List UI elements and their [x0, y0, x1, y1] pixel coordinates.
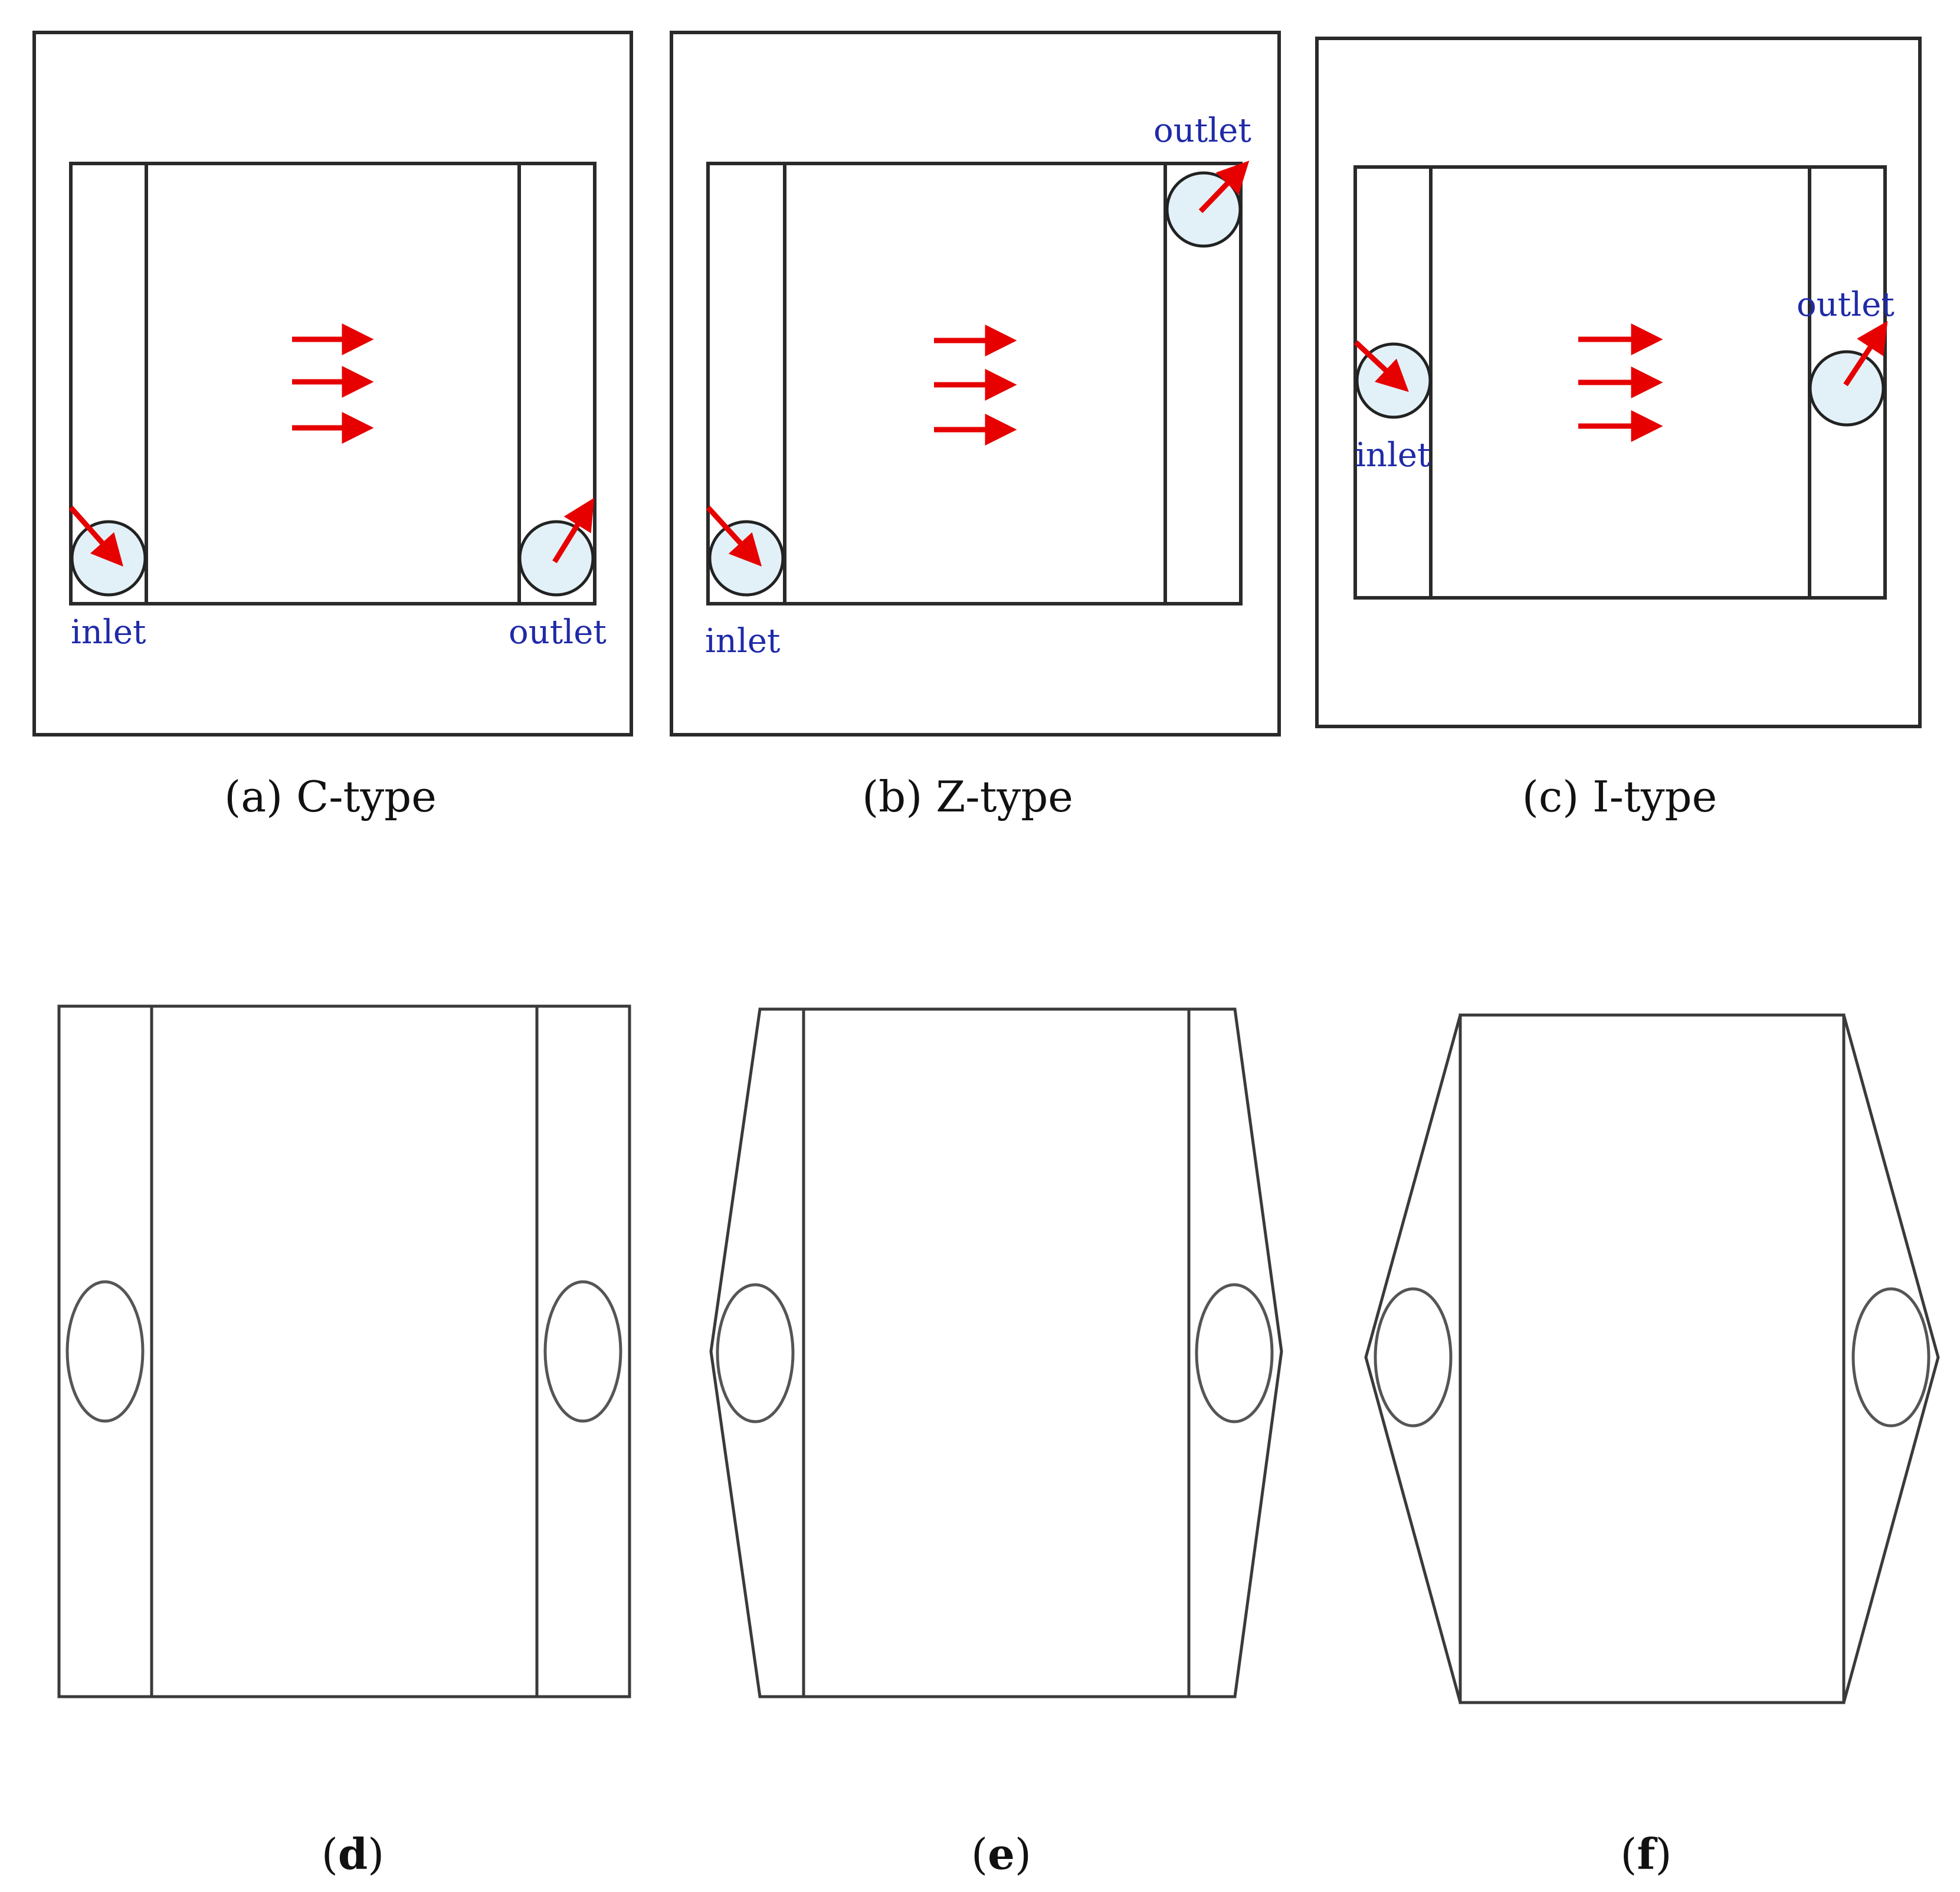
panel-e-caption: (e) — [971, 1829, 1031, 1879]
panel-f-caption: (f) — [1620, 1829, 1671, 1879]
panel-f-outlet-port — [1851, 1287, 1930, 1428]
panel-e-outline — [709, 1007, 1283, 1698]
panel-f-inlet-port — [1374, 1287, 1453, 1428]
panel-c-outlet-label: outlet — [1797, 286, 1895, 324]
panel-f-left-taper — [1364, 1014, 1462, 1703]
panel-a-plate — [69, 162, 596, 605]
panel-a-inlet-label: inlet — [71, 613, 146, 652]
panel-c-outlet-port — [1808, 350, 1885, 427]
panel-d-inlet-port — [65, 1280, 145, 1423]
panel-b-outlet-arrow — [1198, 161, 1250, 214]
panel-c-flow-arrows — [1578, 323, 1663, 442]
panel-b-z-type: inlet outlet (b) Z-type — [670, 31, 1281, 821]
panel-f-triangular-manifold: (f) — [1364, 1013, 1940, 1879]
panel-d-outlet-port — [543, 1280, 622, 1423]
panel-a-inlet-arrow — [68, 506, 123, 567]
panel-e-outlet-port — [1195, 1283, 1274, 1423]
panel-f-core — [1458, 1013, 1846, 1704]
panel-a-inlet-port — [70, 520, 147, 597]
panel-c-caption: (c) I-type — [1522, 772, 1717, 821]
panel-a-outlet-arrow — [552, 497, 595, 564]
panel-d-caption: (d) — [322, 1829, 385, 1879]
panel-b-outer-frame — [670, 31, 1281, 736]
panel-b-caption: (b) Z-type — [862, 772, 1073, 821]
panel-e-tapered-manifold: (e) — [709, 1007, 1283, 1879]
panel-a-flow-arrows — [292, 323, 374, 444]
panel-e-inlet-port — [716, 1283, 795, 1423]
panel-c-inlet-arrow — [1353, 340, 1409, 392]
panel-b-flow-arrows — [934, 325, 1017, 446]
panel-c-i-type: inlet outlet (c) I-type — [1315, 37, 1922, 821]
panel-c-outer-frame — [1315, 37, 1922, 728]
panel-d-rectangular-manifold: (d) — [57, 1004, 631, 1879]
panel-a-outer-frame — [32, 31, 633, 736]
panel-c-outlet-arrow — [1843, 320, 1888, 387]
panel-b-inlet-port — [708, 520, 785, 597]
panel-c-plate — [1353, 165, 1887, 600]
panel-f-right-taper — [1842, 1014, 1940, 1703]
panel-b-inlet-arrow — [706, 505, 762, 567]
panel-a-caption: (a) C-type — [224, 772, 437, 821]
panel-a-c-type: inlet outlet (a) C-type — [32, 31, 633, 821]
panel-c-inlet-label: inlet — [1355, 436, 1431, 474]
panel-b-outlet-label: outlet — [1153, 112, 1251, 150]
panel-b-inlet-label: inlet — [705, 622, 781, 660]
panel-b-plate — [706, 162, 1243, 605]
panel-d-outline — [57, 1004, 631, 1698]
panel-a-outlet-label: outlet — [509, 613, 607, 652]
